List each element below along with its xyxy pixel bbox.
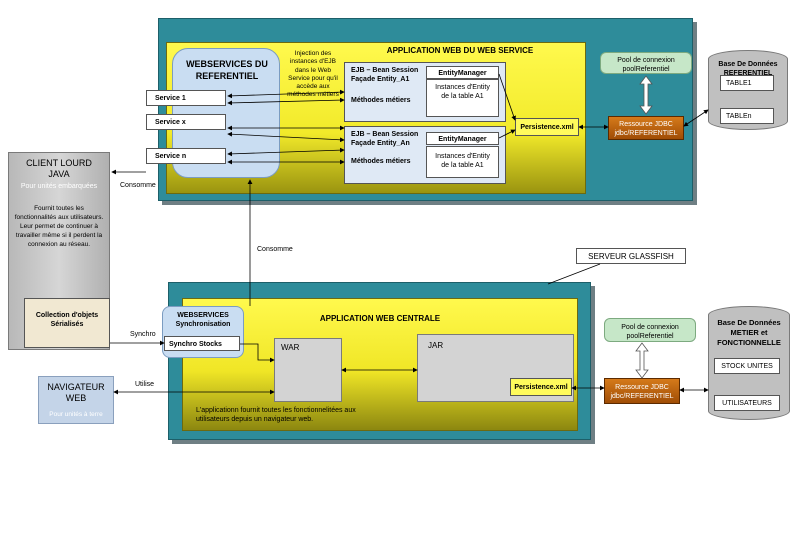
link-em1-persistence bbox=[498, 73, 516, 121]
ws-sync-title: WEBSERVICES Synchronisation bbox=[175, 312, 231, 328]
navigateur-web-panel bbox=[38, 376, 114, 424]
label-consomme-left: Consomme bbox=[120, 182, 156, 189]
db-utilisateurs: UTILISATEURS bbox=[714, 395, 780, 411]
ejb-an-instances: Instances d'Entity de la table A1 bbox=[426, 146, 499, 178]
label-synchro: Synchro bbox=[130, 331, 156, 338]
central-app-title: APPLICATION WEB CENTRALE bbox=[319, 314, 441, 323]
navigateur-subtitle: Pour unités à terre bbox=[49, 411, 103, 418]
ejb-a1-entitymanager: EntityManager bbox=[426, 66, 499, 79]
label-consomme-mid: Consomme bbox=[257, 246, 293, 253]
db-referentiel-title: Base De Données REFERENTIEL bbox=[718, 61, 778, 77]
service-x[interactable]: Service x bbox=[146, 114, 226, 130]
link-service1-ejb bbox=[227, 89, 345, 99]
label-utilise: Utilise bbox=[135, 381, 155, 388]
link-service1-ejb-b bbox=[227, 97, 345, 106]
webservices-referentiel-title: WEBSERVICES DU REFERENTIEL bbox=[186, 59, 268, 81]
db-metier-title: Base De Données METIER et FONCTIONNELLE bbox=[717, 318, 781, 347]
ejb-a1-methods: Méthodes métiers bbox=[351, 97, 411, 104]
jdbc-resource-top: Ressource JDBC jdbc/REFERENTIEL bbox=[608, 116, 684, 140]
service-1[interactable]: Service 1 bbox=[146, 90, 226, 106]
war-module: WAR bbox=[274, 338, 342, 402]
db-stock-unites: STOCK UNITES bbox=[714, 358, 780, 374]
ejb-an-methods: Méthodes métiers bbox=[351, 158, 411, 165]
db-table1: TABLE1 bbox=[720, 75, 774, 91]
pool-jdbc-double-arrow-top bbox=[639, 75, 653, 115]
pool-jdbc-double-arrow-bottom bbox=[635, 342, 649, 379]
glassfish-label: SERVEUR GLASSFISH bbox=[576, 248, 686, 264]
link-em2-persistence bbox=[498, 129, 516, 139]
client-lourd-description: Fournit toutes les fonctionnalités aux u… bbox=[14, 205, 104, 248]
collection-objets-serialises: Collection d'objets Sérialisés bbox=[24, 298, 110, 348]
ejb-a1-instances: Instances d'Entity de la table A1 bbox=[426, 79, 499, 117]
db-tablen: TABLEn bbox=[720, 108, 774, 124]
link-servicex-ejb-b bbox=[227, 131, 345, 143]
service-n[interactable]: Service n bbox=[146, 148, 226, 164]
link-sync-war bbox=[240, 343, 275, 363]
link-glassfish-pointer bbox=[547, 263, 601, 285]
link-servicen-ejb bbox=[227, 147, 345, 157]
client-lourd-title: CLIENT LOURD JAVA bbox=[26, 158, 92, 179]
ejb-an-title: EJB – Bean Session Façade Entity_An bbox=[351, 131, 419, 147]
navigateur-title: NAVIGATEUR WEB bbox=[47, 382, 105, 403]
ejb-a1-title: EJB – Bean Session Façade Entity_A1 bbox=[351, 67, 419, 83]
client-lourd-subtitle: Pour unités embarquées bbox=[20, 183, 98, 190]
webservice-app-title: APPLICATION WEB DU WEB SERVICE bbox=[386, 46, 534, 55]
pool-connexion-bottom: Pool de connexion poolReferentiel bbox=[604, 318, 696, 342]
pool-connexion-top: Pool de connexion poolReferentiel bbox=[600, 52, 692, 74]
ejb-an-entitymanager: EntityManager bbox=[426, 132, 499, 145]
central-app-footer: L'applicationn fournit toutes les foncti… bbox=[196, 407, 356, 423]
link-jdbc-db-top bbox=[683, 109, 709, 127]
